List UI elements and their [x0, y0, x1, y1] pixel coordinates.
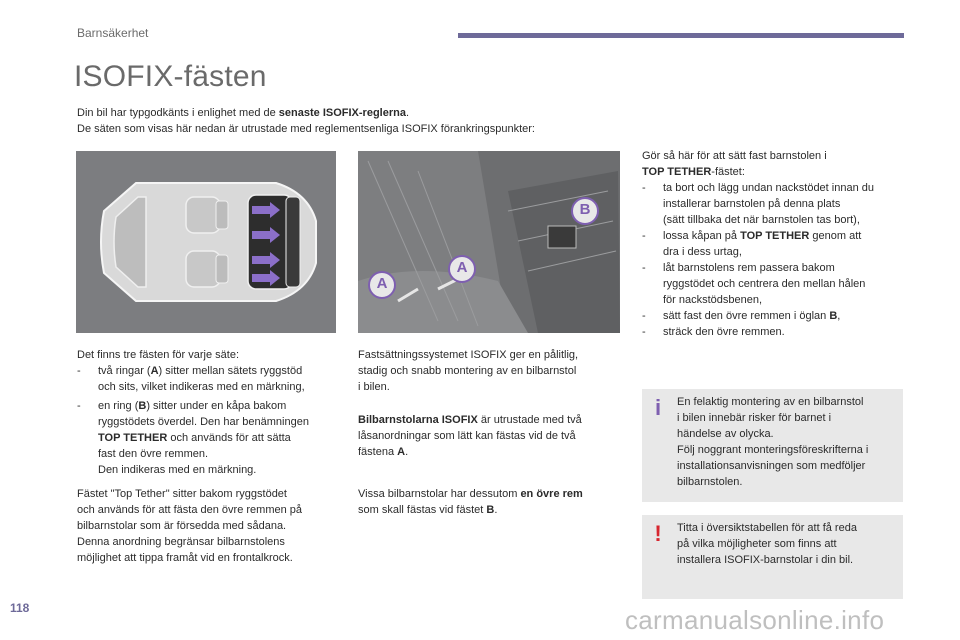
- isofix-seat-icon: [358, 151, 620, 333]
- col1-list-item-1: - två ringar (A) sitter mellan sätets ry…: [77, 365, 305, 393]
- section-label: Barnsäkerhet: [77, 26, 149, 40]
- car-top-view-illustration: [76, 151, 336, 333]
- warning-note: ! Titta i översiktstabellen för att få r…: [642, 515, 903, 599]
- intro-text: Din bil har typgodkänts i enlighet med d…: [77, 105, 677, 137]
- col1-top-tether-paragraph: Fästet "Top Tether" sitter bakom ryggstö…: [77, 488, 303, 564]
- col3-step-2: -lossa kåpan på TOP TETHER genom att dra…: [642, 230, 862, 258]
- col2-paragraph-2: Bilbarnstolarna ISOFIX är utrustade med …: [358, 414, 582, 458]
- col2-paragraph-3: Vissa bilbarnstolar har dessutom en övre…: [358, 488, 583, 516]
- anchor-label-a-right: A: [456, 259, 468, 276]
- car-top-view-icon: [76, 151, 336, 333]
- col2-paragraph-1: Fastsättningssystemet ISOFIX ger en påli…: [358, 349, 579, 393]
- page-title: ISOFIX-fästen: [74, 60, 267, 93]
- info-note-text: En felaktig montering av en bilbarnstol …: [677, 396, 869, 488]
- col3-step-1: -ta bort och lägg undan nackstödet innan…: [642, 182, 874, 226]
- header-accent-bar: [458, 33, 904, 38]
- info-icon: i: [654, 395, 662, 420]
- col3-step-4: -sätt fast den övre remmen i öglan B,: [642, 310, 841, 322]
- col1-list-item-2: - en ring (B) sitter under en kåpa bakom…: [77, 400, 309, 476]
- anchor-label-a-left: A: [376, 275, 388, 292]
- intro-line-2: De säten som visas här nedan är utrustad…: [77, 123, 535, 135]
- column-3: Gör så här för att sätt fast barnstolen …: [642, 148, 906, 340]
- col3-lead: Gör så här för att sätt fast barnstolen …: [642, 150, 827, 178]
- seat-anchor-illustration: A A B: [358, 151, 620, 333]
- watermark: carmanualsonline.info: [625, 605, 885, 635]
- warning-note-text: Titta i översiktstabellen för att få red…: [677, 522, 857, 566]
- intro-line-1: Din bil har typgodkänts i enlighet med d…: [77, 107, 410, 119]
- warning-icon: !: [654, 521, 662, 546]
- anchor-label-b: B: [579, 201, 591, 218]
- col1-lead: Det finns tre fästen för varje säte:: [77, 349, 240, 361]
- col3-step-5: -sträck den övre remmen.: [642, 326, 785, 338]
- info-note: i En felaktig montering av en bilbarnsto…: [642, 389, 903, 502]
- col3-step-3: -låt barnstolens rem passera bakom ryggs…: [642, 262, 866, 306]
- page-number: 118: [10, 601, 30, 615]
- column-1: Det finns tre fästen för varje säte: - t…: [77, 347, 339, 478]
